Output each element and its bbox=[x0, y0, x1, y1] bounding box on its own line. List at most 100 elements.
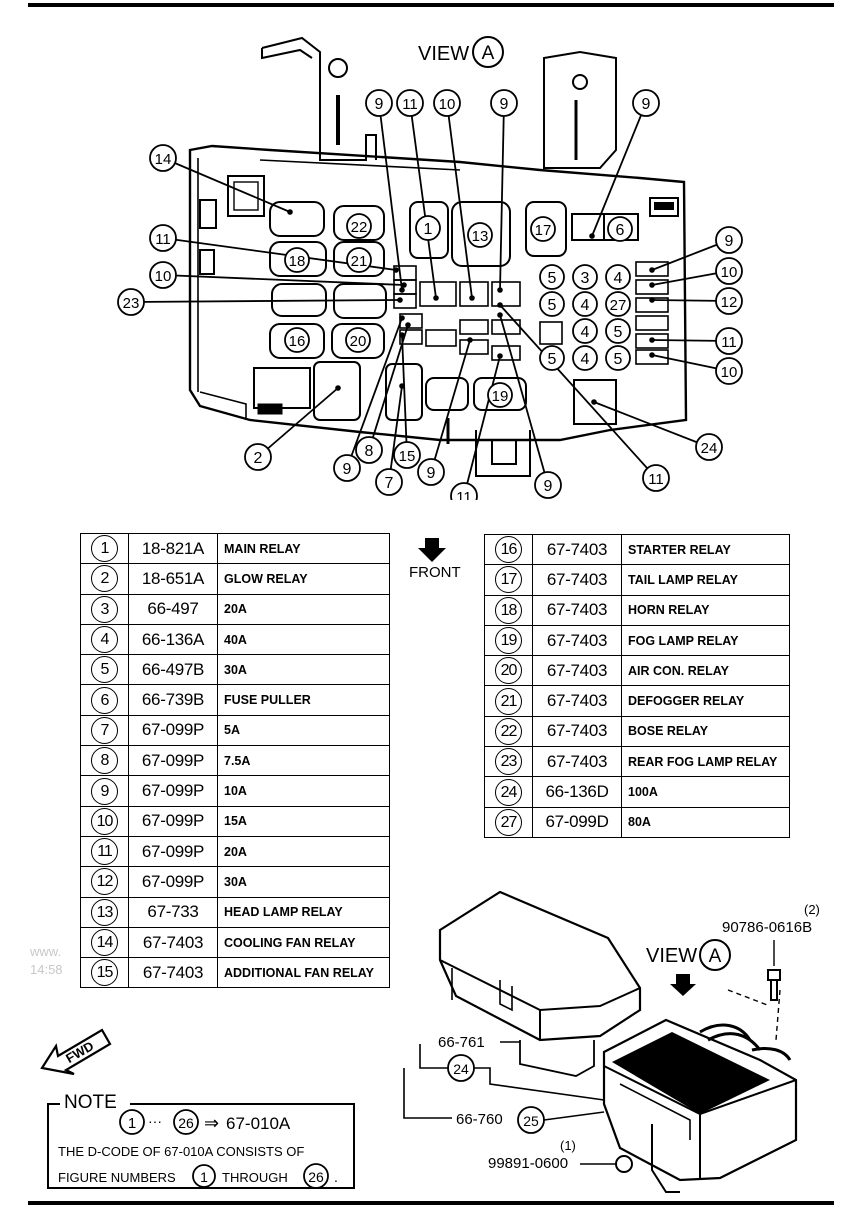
relay-13 bbox=[451, 201, 511, 267]
callout-label: 3 bbox=[581, 270, 590, 287]
part-code: 67-099P bbox=[128, 866, 218, 898]
item-number: 19 bbox=[484, 624, 533, 657]
item-number: 5 bbox=[80, 654, 129, 686]
callout-label: 16 bbox=[289, 333, 306, 350]
box-code: 66-760 bbox=[456, 1111, 503, 1128]
callout-inside: 16 bbox=[284, 327, 310, 353]
item-number: 24 bbox=[484, 776, 533, 808]
part-description: REAR FOG LAMP RELAY bbox=[621, 746, 790, 778]
relay-17 bbox=[525, 201, 567, 257]
leader-dot bbox=[393, 267, 399, 273]
part-description: GLOW RELAY bbox=[217, 563, 390, 595]
callout-bottom: 7 bbox=[375, 468, 403, 496]
callout-inside: 4 bbox=[605, 264, 631, 290]
part-description: 20A bbox=[217, 835, 390, 868]
leader-line bbox=[591, 102, 647, 237]
leader-line bbox=[346, 317, 403, 469]
callout-label: 20 bbox=[350, 333, 367, 350]
callout-right: 10 bbox=[715, 357, 743, 385]
callout-label: 24 bbox=[701, 440, 718, 457]
leader-lines bbox=[130, 102, 730, 497]
part-description: FOG LAMP RELAY bbox=[621, 624, 790, 657]
svg-text:A: A bbox=[709, 946, 722, 967]
leader-line bbox=[162, 157, 291, 213]
item-number: 16 bbox=[484, 533, 533, 566]
callout-label: 17 bbox=[535, 222, 552, 239]
callout-label: 11 bbox=[721, 334, 737, 351]
leader-dot bbox=[649, 352, 655, 358]
leader-line bbox=[368, 324, 409, 451]
callout-inside: 5 bbox=[605, 345, 631, 371]
leader-line bbox=[409, 102, 437, 299]
callout-inside: 5 bbox=[539, 264, 565, 290]
front-arrow-icon bbox=[418, 538, 446, 562]
svg-text:26: 26 bbox=[308, 1169, 324, 1185]
leader-dot bbox=[433, 295, 439, 301]
callout-inside: 1 bbox=[415, 215, 441, 241]
item-number: 22 bbox=[484, 715, 533, 748]
callout-label: 5 bbox=[548, 351, 557, 368]
part-code: 67-099P bbox=[128, 835, 218, 868]
item-number: 3 bbox=[80, 593, 129, 625]
callout-right: 12 bbox=[715, 287, 743, 315]
callout-inside: 5 bbox=[539, 291, 565, 317]
relay-box-diagram: VIEW A bbox=[117, 36, 743, 500]
leader-dot bbox=[469, 295, 475, 301]
callout-label: 11 bbox=[155, 231, 171, 248]
callout-label: 9 bbox=[375, 96, 384, 113]
callout-label: 7 bbox=[385, 475, 394, 492]
callout-label: 5 bbox=[614, 324, 623, 341]
callout-inside: 17 bbox=[530, 216, 556, 242]
part-code: 67-7403 bbox=[128, 957, 218, 989]
part-code: 66-136A bbox=[128, 623, 218, 656]
part-code: 67-7403 bbox=[532, 746, 622, 778]
part-description: 40A bbox=[217, 623, 390, 656]
callout-bottom: 11 bbox=[450, 482, 478, 500]
part-code: 67-7403 bbox=[532, 533, 622, 566]
box-outline bbox=[188, 144, 688, 442]
part-description: AIR CON. RELAY bbox=[621, 655, 790, 687]
leader-dot bbox=[649, 267, 655, 273]
relay-1 bbox=[409, 201, 449, 259]
callout-inside: 20 bbox=[345, 327, 371, 353]
callout-label: 9 bbox=[343, 461, 352, 478]
callout-top: 9 bbox=[632, 89, 660, 117]
leader-dot bbox=[497, 287, 503, 293]
item-number: 17 bbox=[484, 564, 533, 596]
item-number: 12 bbox=[80, 866, 129, 898]
callout-top: 10 bbox=[433, 89, 461, 117]
callout-label: 1 bbox=[424, 221, 433, 238]
relay-2 bbox=[313, 361, 361, 421]
bolt-icon bbox=[767, 969, 781, 1001]
callout-label: 21 bbox=[351, 253, 368, 270]
callout-label: 12 bbox=[721, 294, 738, 311]
callout-inside: 3 bbox=[572, 264, 598, 290]
part-code: 66-497B bbox=[128, 654, 218, 686]
leader-dot bbox=[399, 287, 405, 293]
item-number: 14 bbox=[80, 926, 129, 959]
callout-bottom: 24 bbox=[695, 433, 723, 461]
callout-label: 5 bbox=[614, 351, 623, 368]
callout-label: 19 bbox=[492, 388, 509, 405]
part-code: 67-099P bbox=[128, 745, 218, 777]
callout-label: 23 bbox=[123, 295, 140, 312]
relay-box-top bbox=[612, 1032, 770, 1114]
callout-inside: 6 bbox=[607, 216, 633, 242]
callout-label: 11 bbox=[456, 489, 472, 500]
view-letter: A bbox=[482, 43, 495, 64]
part-code: 67-099P bbox=[128, 775, 218, 807]
leader-dot bbox=[399, 315, 405, 321]
leader-dot bbox=[649, 282, 655, 288]
svg-text:67-010A: 67-010A bbox=[226, 1114, 291, 1133]
callout-label: 9 bbox=[725, 233, 734, 250]
part-code: 18-821A bbox=[128, 532, 218, 565]
callout-label: 11 bbox=[648, 471, 664, 488]
part-description: TAIL LAMP RELAY bbox=[621, 564, 790, 596]
callout-right: 10 bbox=[715, 257, 743, 285]
